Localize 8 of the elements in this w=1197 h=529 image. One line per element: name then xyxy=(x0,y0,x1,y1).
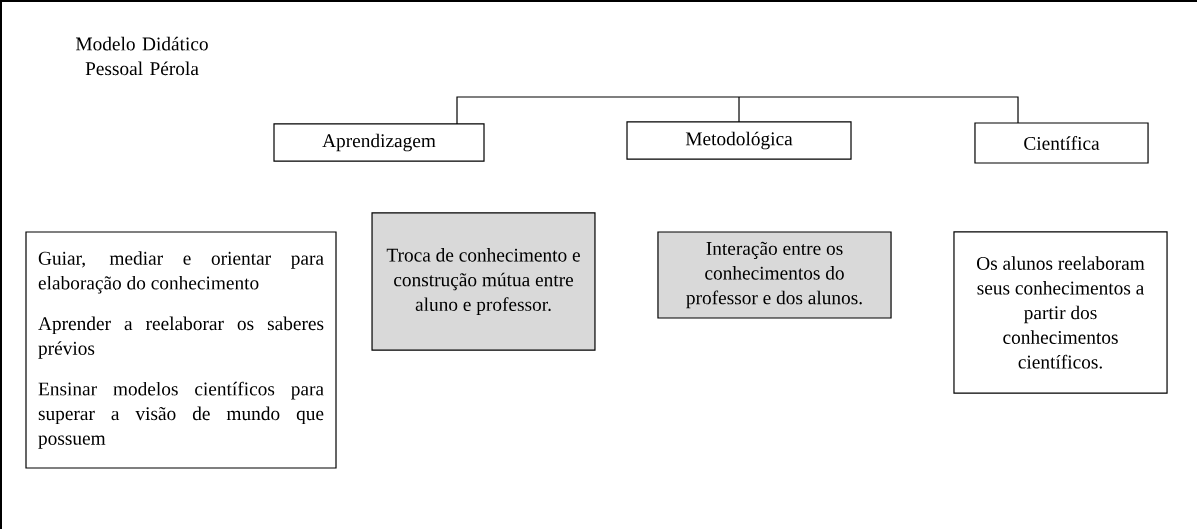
category-box: Aprendizagem xyxy=(273,123,485,162)
text-box: Guiar, mediar e orientar para elaboração do conhecimento Aprender a reelaborar os saberes prévios Ensinar modelos científicos para superar a visão de mundo que possuem xyxy=(25,231,337,469)
text-box: Troca de conhecimento e construção mútua entre aluno e professor. xyxy=(371,212,596,351)
title: Modelo Didático Pessoal Pérola xyxy=(76,36,208,76)
text-box: Interação entre os conhecimentos do professor e dos alunos. xyxy=(657,231,892,319)
text-box: Os alunos reelaboram seus conhecimentos a partir dos conhecimentos científicos. xyxy=(953,231,1168,394)
category-box: Metodológica xyxy=(626,121,852,160)
category-box: Científica xyxy=(974,122,1149,164)
